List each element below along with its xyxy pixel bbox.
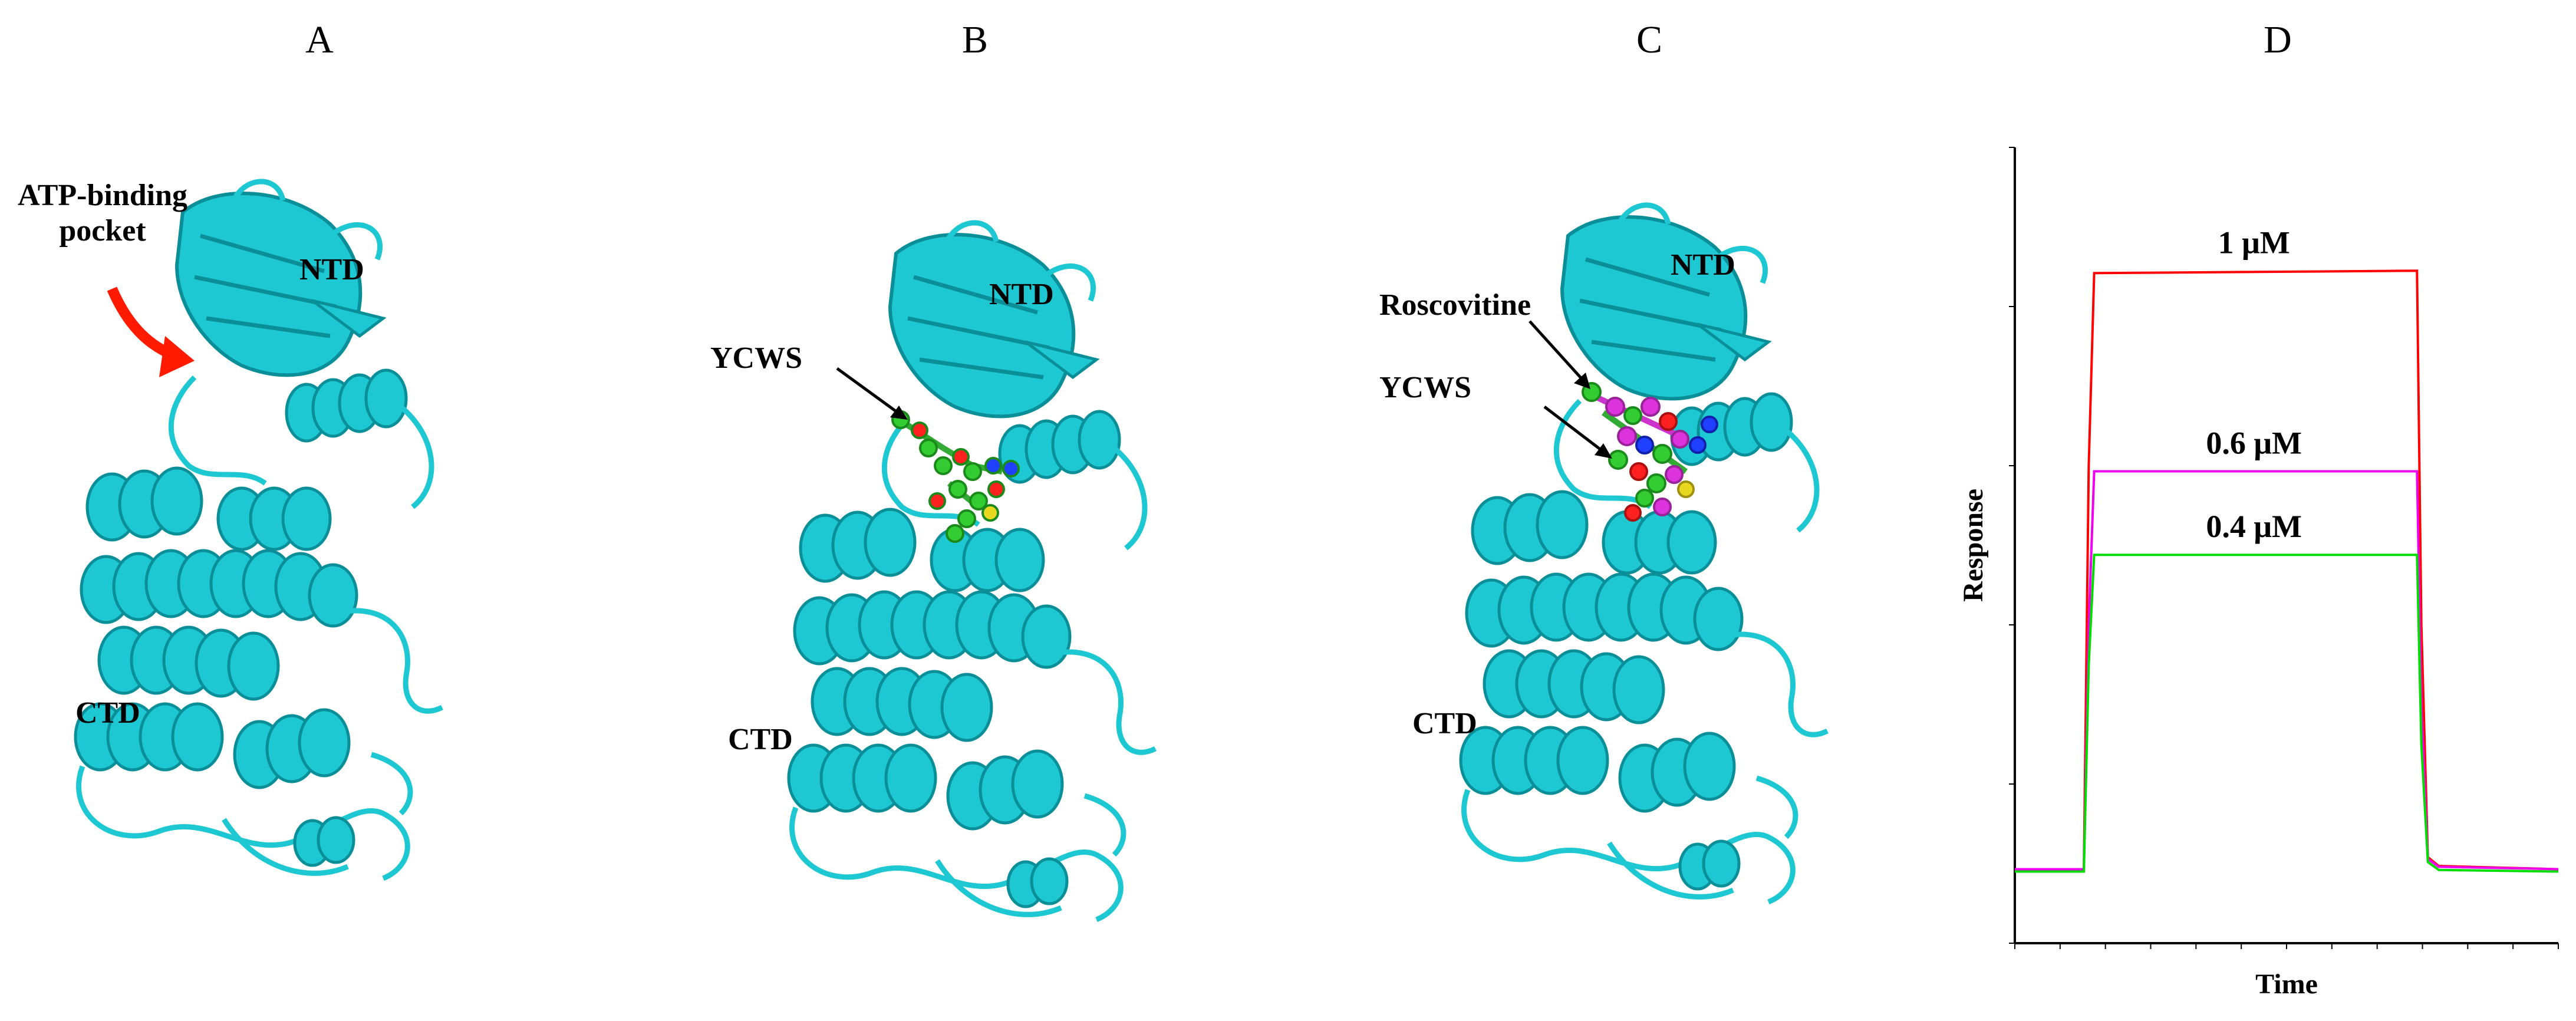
series-line-0 [2015,269,2559,871]
ctd-label-b: CTD [728,723,793,756]
panel-letter-b: B [961,18,989,61]
atp-binding-pocket-label: ATP-binding pocket [18,179,188,248]
chart-axes [2009,147,2559,949]
ntd-label-c: NTD [1671,248,1735,282]
ctd-label-c: CTD [1412,707,1477,740]
ntd-label-b: NTD [989,278,1054,311]
panel-letter-a: A [305,18,334,61]
ligands-c [1582,382,1718,522]
y-axis-label: Response [1958,489,1989,602]
chart-labels: 1 μM 0.6 μM 0.4 μM Time Response [1958,225,2318,1000]
ntd-label-a: NTD [299,253,364,286]
ycws-arrow-b [836,367,903,417]
roscovitine-label: Roscovitine [1379,288,1531,322]
ycws-label-b: YCWS [710,341,803,375]
roscovitine-arrow [1529,320,1587,384]
series-label-1: 0.6 μM [2206,425,2302,460]
panel-letter-d: D [2264,18,2292,61]
ycws-label-c: YCWS [1379,371,1472,404]
series-label-2: 0.4 μM [2206,509,2302,544]
series-line-2 [2015,554,2559,873]
ctd-label-a: CTD [75,696,140,730]
series-label-0: 1 μM [2218,225,2290,260]
x-axis-label: Time [2255,969,2318,1000]
ycws-ligand-b [891,410,1020,543]
panel-letter-c: C [1636,18,1663,61]
ycws-arrow-c [1543,406,1607,455]
chart-series [2015,269,2559,873]
